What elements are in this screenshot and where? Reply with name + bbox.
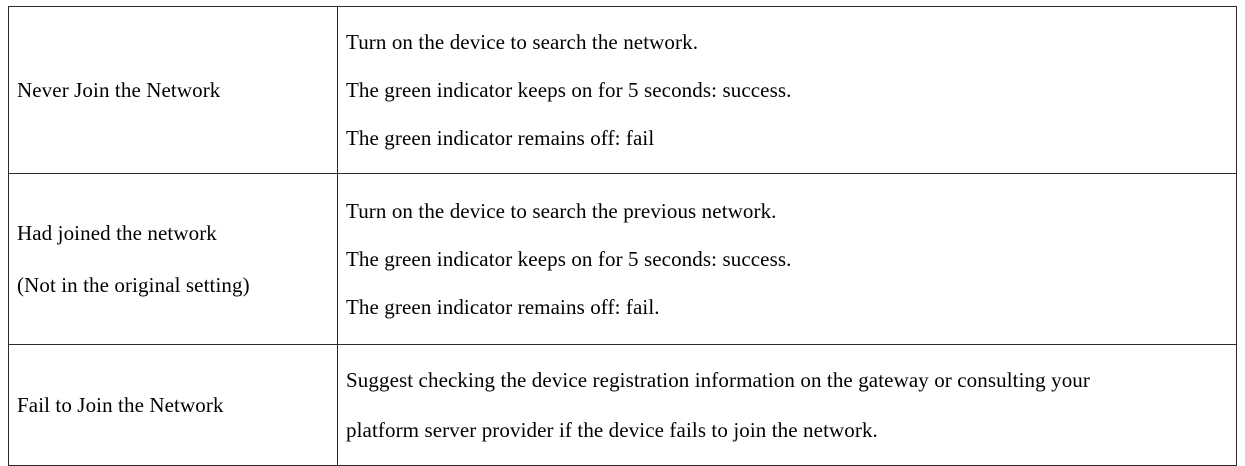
label-line: Never Join the Network xyxy=(17,78,221,102)
detail-line: The green indicator keeps on for 5 secon… xyxy=(346,247,792,271)
table-cell-label: Never Join the Network xyxy=(8,6,338,174)
detail-cell-content: Suggest checking the device registration… xyxy=(338,345,1236,465)
table-row: Had joined the network (Not in the origi… xyxy=(8,173,1237,345)
detail-line: Suggest checking the device registration… xyxy=(346,368,1090,392)
detail-line: The green indicator remains off: fail. xyxy=(346,295,660,319)
label-line: Had joined the network xyxy=(17,221,217,245)
detail-line: Turn on the device to search the previou… xyxy=(346,199,777,223)
table-cell-detail: Turn on the device to search the network… xyxy=(337,6,1237,174)
label-cell-content: Had joined the network (Not in the origi… xyxy=(9,201,337,317)
detail-cell-content: Turn on the device to search the previou… xyxy=(338,174,1236,344)
table-row: Fail to Join the Network Suggest checkin… xyxy=(8,344,1237,466)
label-line: Fail to Join the Network xyxy=(17,393,224,417)
network-status-table: Never Join the Network Turn on the devic… xyxy=(8,6,1237,466)
table-row: Never Join the Network Turn on the devic… xyxy=(8,6,1237,174)
detail-cell-content: Turn on the device to search the network… xyxy=(338,7,1236,173)
label-line: (Not in the original setting) xyxy=(17,273,250,297)
table-cell-label: Fail to Join the Network xyxy=(8,344,338,466)
table-body: Never Join the Network Turn on the devic… xyxy=(8,6,1237,466)
document-table-container: Never Join the Network Turn on the devic… xyxy=(8,6,1237,466)
detail-line: Turn on the device to search the network… xyxy=(346,30,699,54)
table-cell-detail: Turn on the device to search the previou… xyxy=(337,173,1237,345)
table-cell-label: Had joined the network (Not in the origi… xyxy=(8,173,338,345)
detail-line: platform server provider if the device f… xyxy=(346,418,878,442)
detail-line: The green indicator keeps on for 5 secon… xyxy=(346,78,792,102)
table-cell-detail: Suggest checking the device registration… xyxy=(337,344,1237,466)
label-cell-content: Never Join the Network xyxy=(9,71,337,109)
detail-line: The green indicator remains off: fail xyxy=(346,126,655,150)
label-cell-content: Fail to Join the Network xyxy=(9,386,337,424)
